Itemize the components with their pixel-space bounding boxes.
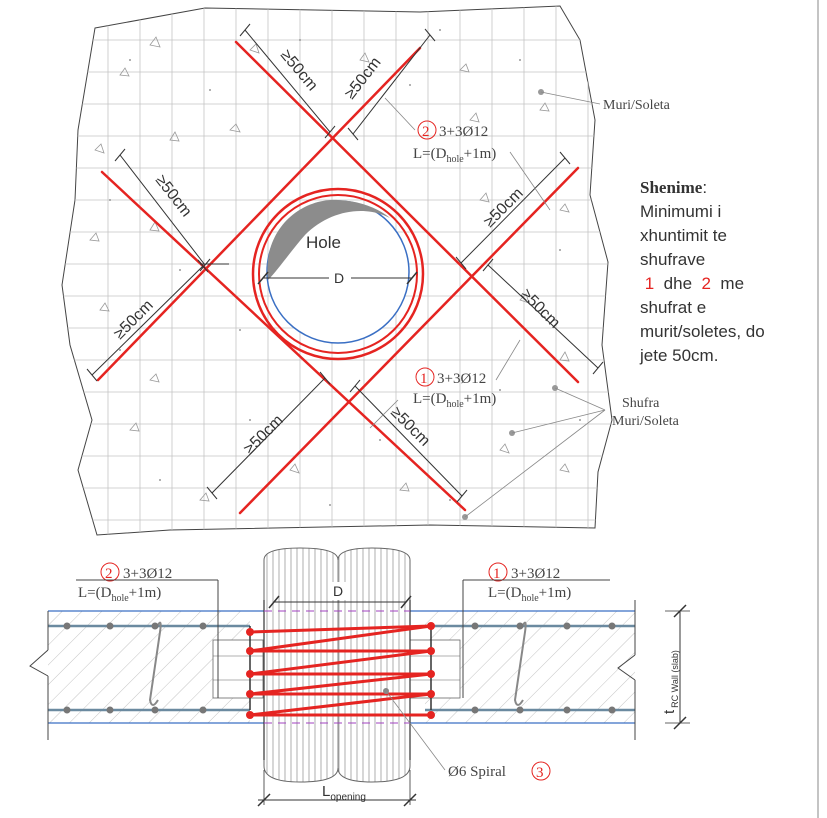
hole-diameter-label: D: [334, 270, 344, 286]
svg-text:L=(Dhole+1m): L=(Dhole+1m): [413, 146, 496, 165]
svg-text:Lopening: Lopening: [322, 783, 366, 803]
concrete-aggregate: [89, 36, 570, 502]
thickness-sub: RC Wall (slab): [670, 650, 680, 708]
note-line-6: murit/soletes, do: [640, 322, 765, 341]
svg-text:2: 2: [105, 566, 113, 582]
ring-bar: [251, 187, 425, 361]
wall-slab-label: Muri/Soleta: [603, 98, 671, 113]
svg-text:L=(Dhole+1m): L=(Dhole+1m): [413, 391, 496, 410]
note-num-2: 2: [701, 274, 711, 293]
svg-text:1: 1: [493, 566, 501, 582]
bar-1-lower-b: [100, 170, 467, 512]
wall-right: [409, 600, 636, 740]
svg-text:L=(Dhole+1m): L=(Dhole+1m): [78, 585, 161, 604]
note-num-1: 1: [644, 274, 655, 293]
section-view: D 2 3+3Ø12 L=(Dhole+1m) 1 3+3Ø12 L=(Dhol…: [29, 547, 690, 807]
opening-main: L: [322, 783, 330, 800]
note-line-1: Minimumi i: [640, 202, 722, 221]
bars-label-2: Muri/Soleta: [612, 414, 680, 429]
plan-leaders: Muri/Soleta Shufra Muri/Soleta: [462, 89, 680, 520]
note-line-2: xhuntimit te: [640, 226, 727, 245]
svg-text:L=(Dhole+1m): L=(Dhole+1m): [488, 585, 571, 604]
dimension-lines: [86, 23, 604, 503]
svg-text:1: 1: [420, 371, 428, 387]
svg-text:3+3Ø12: 3+3Ø12: [123, 566, 172, 582]
concrete-dots: [109, 29, 581, 506]
wall-left: [29, 610, 264, 740]
note-line-3: shufrave: [640, 250, 706, 269]
callout-1-bars: 3+3Ø12: [437, 371, 486, 387]
hole-label: Hole: [306, 233, 341, 252]
section-diameter-label: D: [333, 583, 343, 599]
bar-2-upper-b: [238, 166, 580, 515]
note-panel: Shenime: Minimumi i xhuntimit te shufrav…: [640, 176, 820, 368]
bars-label-1: Shufra: [622, 396, 660, 411]
svg-text:3: 3: [536, 765, 544, 781]
opening-sub: opening: [330, 792, 366, 803]
note-line-7: jete 50cm.: [640, 346, 719, 365]
bar-2-upper-a: [96, 46, 422, 382]
diagonal-rebars: [96, 40, 580, 515]
bar-1-lower-a: [234, 40, 580, 384]
section-diameter-dim: D: [268, 582, 412, 609]
note-title: Shenime: [640, 178, 703, 197]
note-line-4: 1 dhe 2 me: [644, 274, 745, 293]
section-callout-left: 2 3+3Ø12 L=(Dhole+1m): [76, 562, 219, 698]
hole-shadow: [267, 199, 390, 280]
spiral-callout: Ø6 Spiral 3: [383, 688, 551, 781]
callout-bar-2: 2 3+3Ø12 L=(Dhole+1m): [384, 97, 551, 211]
spiral-rebar-dots: [246, 622, 435, 719]
svg-text:2: 2: [422, 124, 430, 140]
note-line-5: shufrat e: [640, 298, 707, 317]
callout-bar-1: 1 3+3Ø12 L=(Dhole+1m): [369, 339, 521, 429]
plan-view: Hole D ≥50cm ≥5: [61, 5, 680, 536]
svg-text:3+3Ø12: 3+3Ø12: [511, 566, 560, 582]
callout-2-bars: 3+3Ø12: [439, 124, 488, 140]
hole: Hole D: [251, 187, 425, 361]
opening-length-dim: Lopening: [257, 770, 417, 807]
spiral-label: Ø6 Spiral: [448, 764, 506, 780]
svg-text:tRC Wall (slab): tRC Wall (slab): [661, 650, 680, 714]
section-callout-right: 1 3+3Ø12 L=(Dhole+1m): [462, 562, 610, 698]
thickness-dim: tRC Wall (slab): [661, 604, 690, 730]
thickness-main: t: [661, 709, 678, 714]
spiral-rebar: [248, 624, 433, 717]
